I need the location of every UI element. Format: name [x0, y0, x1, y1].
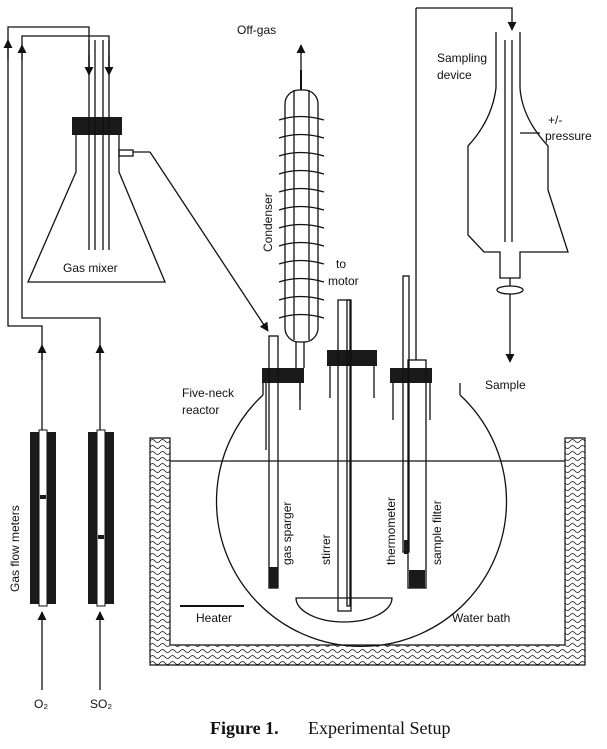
- sample-valve: [496, 285, 524, 295]
- label-gas-mixer: Gas mixer: [63, 261, 118, 275]
- label-condenser: Condenser: [261, 193, 275, 252]
- sampling-line: [416, 7, 517, 31]
- thermometer: [402, 275, 410, 554]
- label-pressure: pressure: [545, 129, 592, 143]
- label-water-bath: Water bath: [452, 611, 510, 625]
- gas-mixer-stopper: [72, 117, 122, 135]
- stopper-center: [327, 350, 377, 366]
- sampling-vessel: [467, 32, 569, 279]
- label-off-gas: Off-gas: [237, 23, 276, 37]
- sampling-device: [416, 7, 569, 363]
- label-gas-flow-meters: Gas flow meters: [8, 505, 22, 592]
- label-reactor: reactor: [182, 403, 219, 417]
- mixer-to-reactor-line: [133, 151, 269, 332]
- water-bath: [149, 437, 586, 666]
- label-sample-filter: sample filter: [430, 500, 444, 565]
- label-thermometer: thermometer: [384, 497, 398, 565]
- gas-sparger: [268, 335, 279, 589]
- label-sample: Sample: [485, 378, 526, 392]
- label-to: to: [336, 257, 346, 271]
- stirrer: [295, 299, 393, 623]
- gas-flow-meter-o2: [30, 429, 56, 690]
- gas-mixer: [27, 40, 166, 283]
- label-so2: SO₂: [90, 697, 112, 711]
- label-sampling-device-1: Sampling: [437, 51, 487, 65]
- stopper-right: [390, 368, 432, 383]
- label-heater: Heater: [196, 611, 232, 625]
- figure-title: Experimental Setup: [308, 718, 450, 738]
- gas-feed-lines: [3, 26, 114, 432]
- figure-number: Figure 1.: [210, 718, 279, 738]
- gas-flow-meter-so2: [88, 429, 114, 690]
- label-pressure-sign: +/-: [548, 113, 562, 127]
- stopper-left: [262, 368, 304, 383]
- label-sampling-device-2: device: [437, 68, 472, 82]
- stirrer-paddle: [295, 597, 393, 623]
- water-bath-wall: [149, 437, 586, 666]
- sample-filter: [407, 8, 427, 589]
- label-motor: motor: [328, 274, 359, 288]
- label-five-neck: Five-neck: [182, 386, 235, 400]
- gas-mixer-flask: [27, 133, 166, 283]
- reactor-flask: [215, 394, 508, 648]
- label-stirrer: stirrer: [319, 534, 333, 565]
- condenser: [278, 44, 325, 400]
- label-gas-sparger: gas sparger: [280, 502, 294, 565]
- five-neck-reactor: [215, 350, 508, 648]
- label-o2: O₂: [34, 697, 48, 711]
- condenser-coil: [278, 115, 325, 319]
